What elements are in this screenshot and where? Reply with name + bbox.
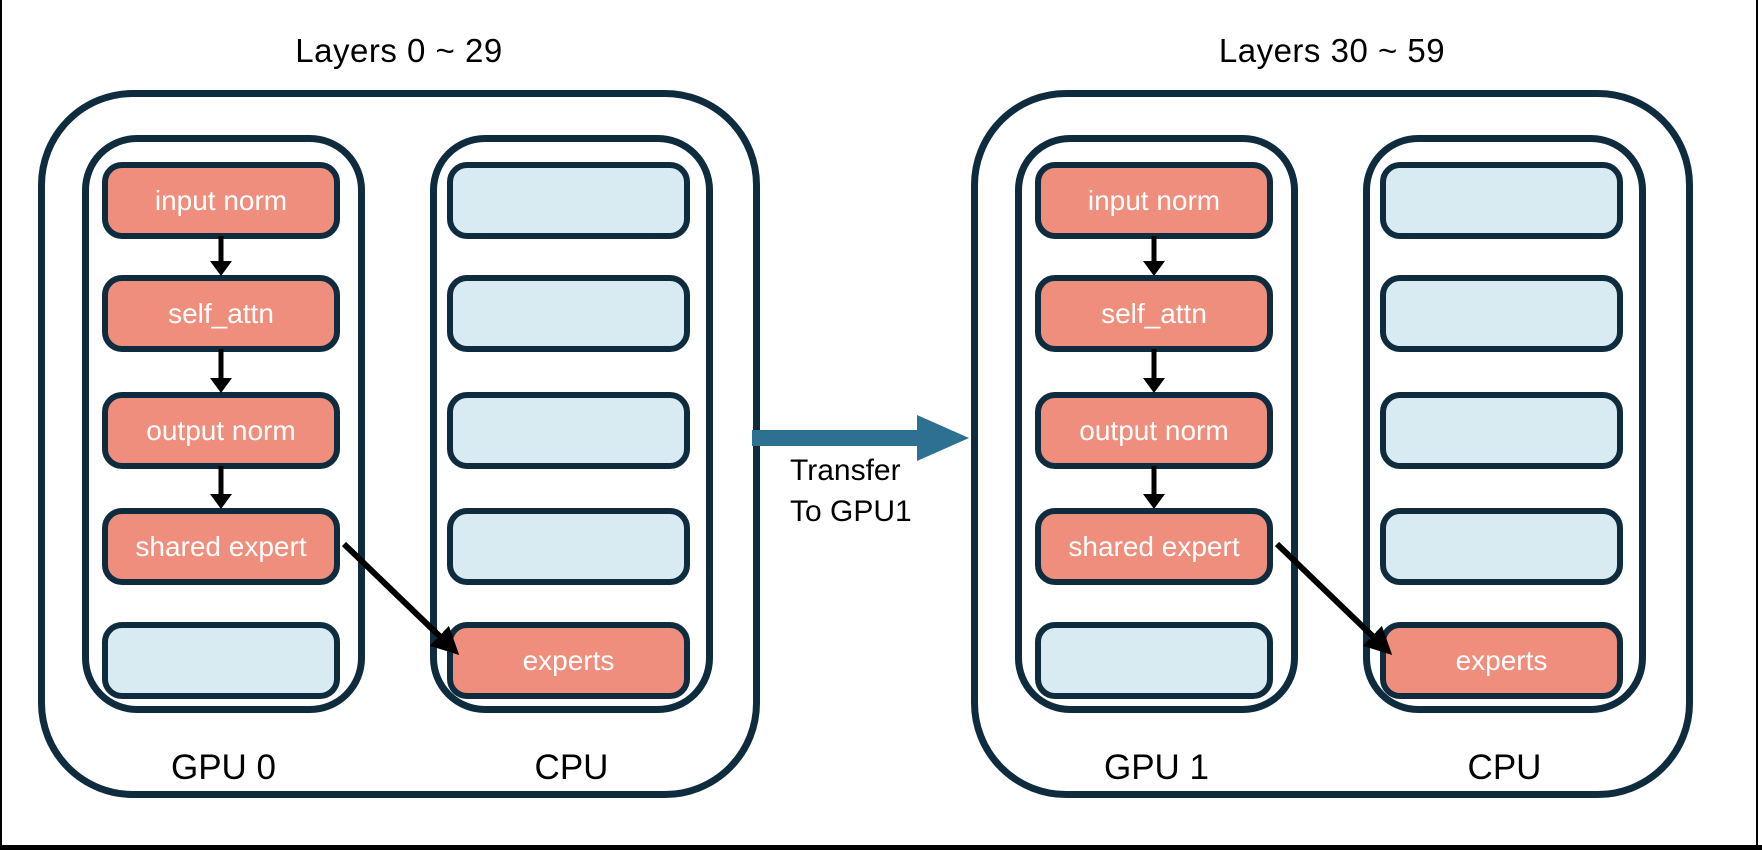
- module-label: self_attn: [168, 297, 274, 329]
- module-box-empty: [1380, 162, 1623, 239]
- module-box-experts: experts: [1380, 622, 1623, 699]
- module-box-self-attn: self_attn: [102, 275, 340, 352]
- module-box-empty: [447, 392, 690, 469]
- frame-border-right: [1756, 0, 1758, 850]
- frame-border-bottom: [0, 845, 1762, 850]
- transfer-label-line1: Transfer: [790, 454, 901, 487]
- module-box-output-norm: output norm: [102, 392, 340, 469]
- group-title: Layers 30 ~ 59: [1218, 32, 1446, 69]
- module-label: input norm: [1087, 184, 1221, 216]
- module-label: output norm: [1079, 414, 1229, 446]
- down-arrow-icon: [1141, 236, 1167, 276]
- frame-border-left: [0, 0, 2, 850]
- module-label: shared expert: [135, 530, 307, 562]
- layer-group-left: Layers 0 ~ 29 input norm self_attn outpu…: [38, 0, 760, 850]
- module-box-empty: [1035, 622, 1273, 699]
- module-box-shared-expert: shared expert: [1035, 508, 1273, 585]
- gpu-column-label: GPU 0: [170, 748, 277, 787]
- module-box-experts: experts: [447, 622, 690, 699]
- down-arrow-icon: [1141, 466, 1167, 509]
- down-arrow-icon: [208, 466, 234, 509]
- cpu-column-label: CPU: [1467, 748, 1542, 787]
- layer-group-right: Layers 30 ~ 59 input norm self_attn outp…: [971, 0, 1693, 850]
- module-label: shared expert: [1068, 530, 1240, 562]
- module-label: input norm: [154, 184, 288, 216]
- transfer-arrow-icon: [752, 415, 969, 461]
- module-label: experts: [1455, 644, 1548, 676]
- module-box-self-attn: self_attn: [1035, 275, 1273, 352]
- diagonal-arrow-icon: [1274, 541, 1393, 655]
- down-arrow-icon: [208, 236, 234, 276]
- module-box-input-norm: input norm: [1035, 162, 1273, 239]
- module-box-shared-expert: shared expert: [102, 508, 340, 585]
- diagonal-arrow-icon: [341, 541, 460, 655]
- transfer-label: Transfer To GPU1: [790, 450, 912, 532]
- down-arrow-icon: [208, 349, 234, 393]
- transfer-label-line2: To GPU1: [790, 495, 912, 528]
- module-box-empty: [447, 508, 690, 585]
- module-label: experts: [522, 644, 615, 676]
- module-box-output-norm: output norm: [1035, 392, 1273, 469]
- group-title: Layers 0 ~ 29: [295, 32, 503, 69]
- module-box-empty: [447, 162, 690, 239]
- module-box-empty: [447, 275, 690, 352]
- cpu-column-label: CPU: [534, 748, 609, 787]
- module-box-empty: [102, 622, 340, 699]
- module-box-empty: [1380, 392, 1623, 469]
- module-box-empty: [1380, 275, 1623, 352]
- down-arrow-icon: [1141, 349, 1167, 393]
- module-label: output norm: [146, 414, 296, 446]
- gpu-column-label: GPU 1: [1103, 748, 1210, 787]
- module-box-empty: [1380, 508, 1623, 585]
- module-label: self_attn: [1101, 297, 1207, 329]
- module-box-input-norm: input norm: [102, 162, 340, 239]
